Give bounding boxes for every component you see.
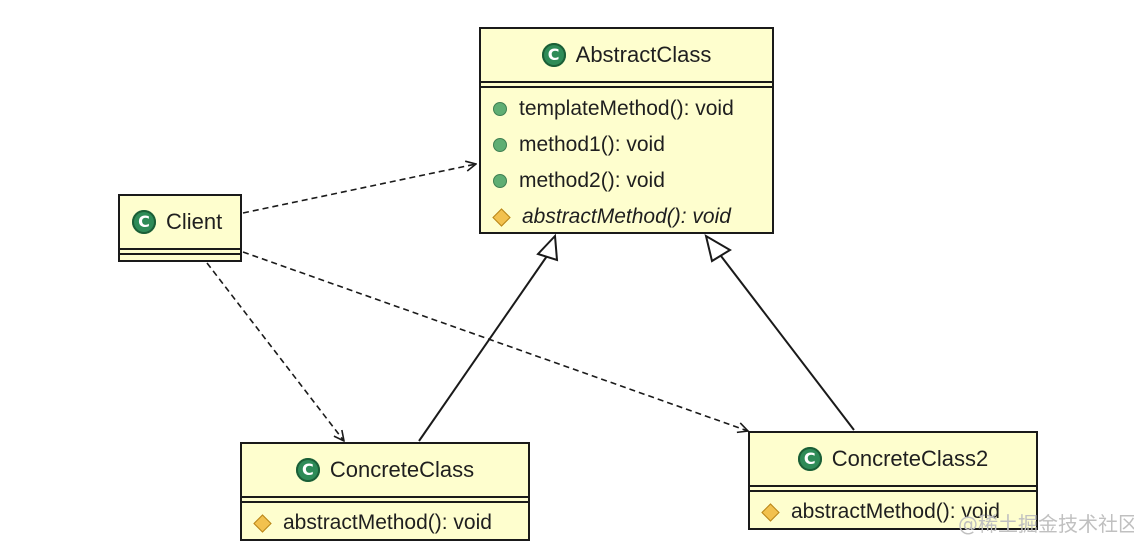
class-separator bbox=[242, 496, 528, 503]
member-row: abstractMethod(): void bbox=[750, 492, 1036, 530]
member-label: abstractMethod(): void bbox=[283, 511, 492, 534]
inheritance-arrowhead-1 bbox=[536, 233, 559, 262]
class-header: C Client bbox=[120, 196, 240, 248]
class-header: C ConcreteClass2 bbox=[750, 433, 1036, 485]
member-label: method1(): void bbox=[519, 133, 665, 156]
dependency-client-concrete2 bbox=[242, 251, 748, 431]
member-label: templateMethod(): void bbox=[519, 97, 734, 120]
class-separator bbox=[750, 485, 1036, 492]
protected-method-icon bbox=[761, 502, 780, 522]
class-client[interactable]: C Client bbox=[118, 194, 242, 262]
class-icon: C bbox=[295, 458, 320, 482]
member-label: method2(): void bbox=[519, 169, 665, 192]
class-icon: C bbox=[132, 210, 156, 234]
member-row: method2(): void bbox=[481, 163, 772, 199]
class-abstract-class[interactable]: C AbstractClass templateMethod(): void m… bbox=[479, 27, 774, 234]
class-concrete-class2[interactable]: C ConcreteClass2 abstractMethod(): void bbox=[748, 431, 1038, 530]
class-name: ConcreteClass2 bbox=[831, 446, 989, 471]
inheritance-concrete1-abstract bbox=[418, 255, 548, 442]
member-label: abstractMethod(): void bbox=[522, 205, 731, 228]
inheritance-arrowhead-2 bbox=[704, 233, 732, 263]
class-name: ConcreteClass bbox=[329, 457, 475, 482]
dependency-client-abstract bbox=[242, 164, 476, 214]
watermark: @稀土掘金技术社区 bbox=[958, 512, 1134, 536]
class-header: C ConcreteClass bbox=[242, 444, 528, 496]
public-method-icon bbox=[493, 138, 507, 152]
public-method-icon bbox=[493, 102, 507, 116]
class-name: Client bbox=[166, 209, 223, 234]
member-row: templateMethod(): void bbox=[481, 91, 772, 127]
public-method-icon bbox=[493, 174, 507, 188]
member-label: abstractMethod(): void bbox=[791, 500, 1000, 523]
class-separator bbox=[481, 81, 772, 88]
member-list: templateMethod(): void method1(): void m… bbox=[481, 88, 772, 235]
protected-method-icon bbox=[492, 207, 511, 227]
class-name: AbstractClass bbox=[575, 42, 712, 67]
member-row: method1(): void bbox=[481, 127, 772, 163]
class-concrete-class[interactable]: C ConcreteClass abstractMethod(): void bbox=[240, 442, 530, 541]
class-separator bbox=[120, 248, 240, 255]
protected-method-icon bbox=[253, 513, 272, 533]
dependency-client-concrete1 bbox=[206, 262, 344, 441]
member-row: abstractMethod(): void bbox=[481, 199, 772, 235]
inheritance-concrete2-abstract bbox=[720, 255, 855, 431]
class-icon: C bbox=[541, 43, 566, 67]
class-icon: C bbox=[797, 447, 822, 471]
member-row: abstractMethod(): void bbox=[242, 503, 528, 541]
class-header: C AbstractClass bbox=[481, 29, 772, 81]
